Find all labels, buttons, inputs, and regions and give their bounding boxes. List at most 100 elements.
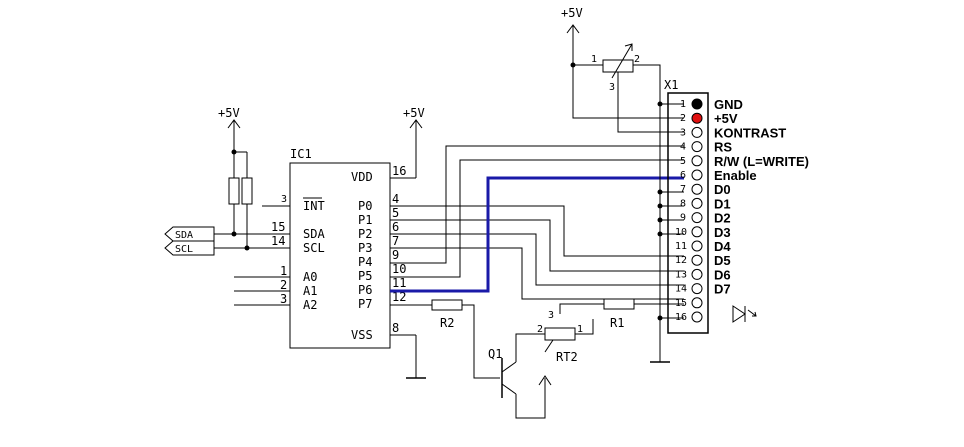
ic1-supply: +5V xyxy=(390,106,426,379)
connector-pin-number: 11 xyxy=(675,241,687,252)
rt2-label: RT2 xyxy=(556,350,578,364)
connector-pin-15 xyxy=(691,297,703,309)
ic1-pin-num: 15 xyxy=(271,220,285,234)
pot-pin: 3 xyxy=(609,82,615,93)
ic1-pin-label: P3 xyxy=(358,241,372,255)
connector-pin-number: 1 xyxy=(680,99,686,110)
ic1-pin-label: P4 xyxy=(358,255,372,269)
ic1-pin-num: 2 xyxy=(280,278,287,292)
connector-pin-2 xyxy=(691,112,703,124)
connector-pin-label: D7 xyxy=(714,282,731,297)
ic1-pin-label: VSS xyxy=(351,328,373,342)
connector-pin-number: 14 xyxy=(675,284,687,295)
ic1-pin-num: 16 xyxy=(392,164,406,178)
connector-pin-14 xyxy=(691,283,703,295)
ic1-pin-label: P2 xyxy=(358,227,372,241)
ic1-pin-num: 8 xyxy=(392,321,399,335)
ic1-pin-num: 11 xyxy=(392,276,406,290)
pot-pin: 2 xyxy=(634,54,640,65)
connector-ground xyxy=(650,101,684,363)
connector-pin-1 xyxy=(691,98,703,110)
vcc-label-left: +5V xyxy=(218,106,240,120)
ic1-pin-label: INT xyxy=(303,199,325,213)
ic1-pin-label: P7 xyxy=(358,297,372,311)
ic1-pin-num: 9 xyxy=(392,248,399,262)
ic1-pin-num: 10 xyxy=(392,262,406,276)
connector-pin-11 xyxy=(691,240,703,252)
ic1-pin-label: A1 xyxy=(303,284,317,298)
r1-resistor xyxy=(603,298,635,310)
connector-pin-label: +5V xyxy=(714,111,738,126)
connector-pin-12 xyxy=(691,254,703,266)
connector-pin-label: KONTRAST xyxy=(714,125,786,140)
connector-pin-8 xyxy=(691,197,703,209)
connector-pin-label: D6 xyxy=(714,267,731,282)
connector-pin-label: D5 xyxy=(714,253,731,268)
connector-pin-16 xyxy=(691,311,703,323)
ic1-pin-label: A2 xyxy=(303,298,317,312)
connector-pin-number: 16 xyxy=(675,312,687,323)
r2-label: R2 xyxy=(440,316,454,330)
connector-pin-number: 5 xyxy=(680,156,686,167)
pullup-resistor-scl xyxy=(241,177,253,205)
backlight-stage: 2 1 3 RT2 R1 xyxy=(537,298,684,364)
ic1-pin-label: SCL xyxy=(303,241,325,255)
ic1-pin-num: 1 xyxy=(280,264,287,278)
connector-pin-label: D2 xyxy=(714,211,731,226)
vcc-label-ic1: +5V xyxy=(403,106,425,120)
ic1-pin-label: P1 xyxy=(358,213,372,227)
connector-name: X1 xyxy=(664,78,678,92)
rt2-pin: 3 xyxy=(548,310,554,321)
connector-pin-number: 15 xyxy=(675,298,687,309)
ic1-pin-num: 12 xyxy=(392,290,406,304)
connector-pin-13 xyxy=(691,268,703,280)
ic1-pin-label: VDD xyxy=(351,170,373,184)
sda-bus-label: SDA xyxy=(175,230,193,241)
connector-pin-5 xyxy=(691,155,703,167)
backlight-led-symbol xyxy=(732,305,757,323)
data-wires xyxy=(390,145,684,300)
connector-pin-number: 4 xyxy=(680,142,686,153)
connector-pin-label: D4 xyxy=(714,239,731,254)
ic1-pin-num: 3 xyxy=(280,292,287,306)
ic1-pin-label: A0 xyxy=(303,270,317,284)
ic1: IC1 3 INT 15 SDA 14 SCL 1 A0 2 A1 3 A2 V… xyxy=(234,147,406,349)
rt2-trimmer xyxy=(544,327,576,341)
ic1-pin-num: 7 xyxy=(392,234,399,248)
connector-pin-label: R/W (L=WRITE) xyxy=(714,154,809,169)
ic1-name: IC1 xyxy=(290,147,312,161)
connector-pin-4 xyxy=(691,141,703,153)
connector-pin-number: 7 xyxy=(680,184,686,195)
ic1-pin-num: 14 xyxy=(271,234,285,248)
r1-label: R1 xyxy=(610,316,624,330)
pullup-resistor-sda xyxy=(228,177,240,205)
scl-bus-label: SCL xyxy=(175,244,193,255)
connector-pin-number: 13 xyxy=(675,269,687,280)
pot-pin: 1 xyxy=(591,54,597,65)
pullup-supply: +5V xyxy=(218,106,253,251)
ic1-pin-num: 4 xyxy=(392,192,399,206)
bus-labels: SDA SCL xyxy=(164,226,290,256)
connector-pin-number: 10 xyxy=(675,227,687,238)
ic1-pin-label: P5 xyxy=(358,269,372,283)
rt2-pin: 2 xyxy=(537,324,543,335)
contrast-pot-body xyxy=(602,59,634,73)
connector-pin-number: 12 xyxy=(675,255,687,266)
r2-resistor xyxy=(431,299,463,311)
rt2-pin: 1 xyxy=(577,324,583,335)
enable-wire xyxy=(390,176,684,293)
contrast-pot: +5V 1 2 3 xyxy=(561,6,684,133)
ic1-pin-num: 5 xyxy=(392,206,399,220)
connector-pin-10 xyxy=(691,226,703,238)
ic1-pin-num: 3 xyxy=(281,194,287,205)
connector-pin-label: GND xyxy=(714,97,743,112)
connector-pin-number: 3 xyxy=(680,127,686,138)
connector-pin-label: D3 xyxy=(714,225,731,240)
connector-pin-9 xyxy=(691,212,703,224)
connector-pin-3 xyxy=(691,126,703,138)
connector-pin-number: 6 xyxy=(680,170,686,181)
connector-pin-7 xyxy=(691,183,703,195)
connector-pin-label: D1 xyxy=(714,196,731,211)
